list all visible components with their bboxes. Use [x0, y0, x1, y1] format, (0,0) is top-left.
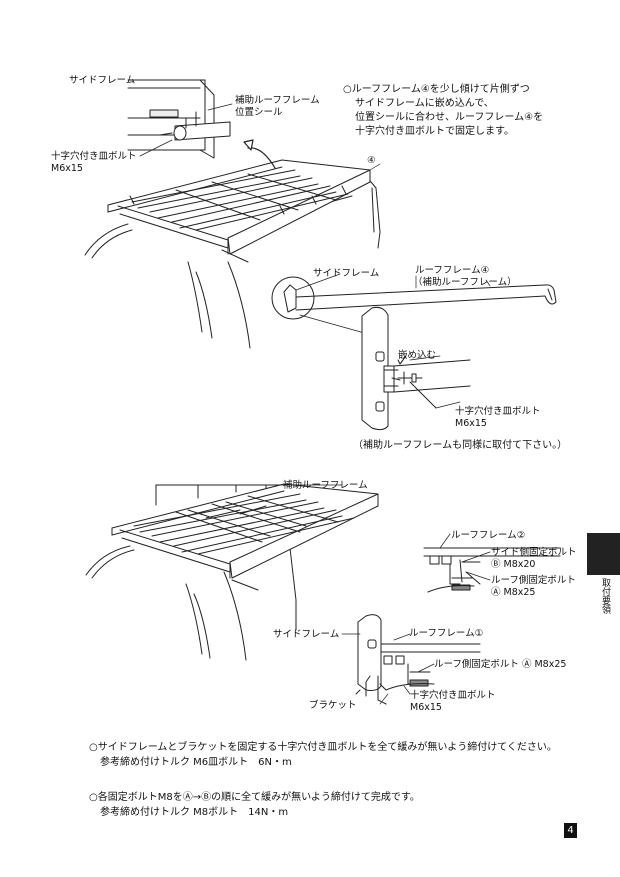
instruction-1-line-1: ○サイドフレームとブラケットを固定する十字穴付き皿ボルトを全て緩みが無いよう締付…: [89, 742, 557, 753]
roof-rack-2: [111, 483, 379, 579]
fig2-bolt-size: M6x15: [455, 418, 487, 429]
cross-section-detail: [361, 306, 471, 431]
instruction-2-line-1: ○各固定ボルトM8をⒶ→Ⓑの順に全て緩みが無いよう締付けて完成です。: [89, 792, 420, 803]
fig3-aux-frame-label: 補助ルーフフレーム: [283, 480, 368, 491]
instruction-1-line-2: 参考締め付けトルク M6皿ボルト 6N・m: [100, 757, 292, 768]
fig3-roof-bolt-label: ルーフ側固定ボルト: [491, 575, 576, 586]
fig3-side-frame-label: サイドフレーム: [273, 629, 340, 640]
car-body-2: [85, 545, 297, 661]
fig3-side-bolt-size: Ⓑ M8x20: [491, 559, 536, 570]
roof-rack-1: [107, 159, 371, 255]
fig2-note: （補助ルーフフレームも同様に取付て下さい。）: [353, 440, 568, 451]
fig3-bolt-size: M6x15: [410, 702, 442, 713]
fig1-seal-label: 位置シール: [235, 107, 283, 118]
fig3-roof-bolt-size: Ⓐ M8x25: [491, 587, 536, 598]
fig1-instruction-3: 位置シールに合わせ、ルーフフレーム④を: [355, 112, 544, 123]
fig3-side-bolt-label: サイド側固定ボルト: [491, 547, 577, 558]
instruction-2-line-2: 参考締め付けトルク M8ボルト 14N・m: [100, 807, 289, 818]
leader-lines: [131, 79, 491, 705]
detail-circle: [271, 276, 315, 320]
fig1-instruction-4: 十字穴付き皿ボルトで固定します。: [355, 126, 514, 137]
fig3-roof-frame2-label: ルーフフレーム②: [451, 530, 526, 541]
fig1-bolt-size: M6x15: [51, 163, 83, 174]
fig2-insert-label: 嵌め込む: [398, 350, 437, 361]
fig3-bracket-label: ブラケット: [309, 700, 357, 711]
fig1-instruction-2: サイドフレームに嵌め込んで、: [355, 98, 494, 109]
fig3-roof-bolt-a-label: ルーフ側固定ボルト Ⓐ M8x25: [434, 659, 567, 670]
fig2-side-frame-label: サイドフレーム: [313, 268, 380, 279]
section-tab: [587, 533, 620, 575]
fig2-bolt-label: 十字穴付き皿ボルト: [455, 406, 541, 417]
fig1-aux-frame-label: 補助ルーフフレーム: [235, 95, 320, 106]
fig1-side-frame-label: サイドフレーム: [69, 75, 136, 86]
fig1-instruction-1: ○ルーフフレーム④を少し傾けて片側ずつ: [343, 84, 530, 95]
fig1-bolt-label: 十字穴付き皿ボルト: [51, 151, 137, 162]
fig2-roof-frame-label: ルーフフレーム④: [415, 265, 490, 276]
car-body-1: [84, 175, 381, 349]
fig3-roof-frame1-label: ルーフフレーム①: [409, 628, 484, 639]
fig3-bolt-label: 十字穴付き皿ボルト: [410, 690, 496, 701]
section-tab-label: 取付要領: [600, 578, 610, 614]
fig2-roof-frame-sub: （補助ルーフフレーム）: [413, 277, 517, 288]
fig1-frame-number: ④: [367, 155, 376, 166]
roof-frame-4-bar: [295, 284, 557, 311]
bolt-detail-frame1: [355, 614, 481, 705]
page-number: 4: [564, 823, 577, 838]
bolt-detail-frame2: [423, 547, 561, 593]
side-frame-detail: [127, 79, 231, 159]
